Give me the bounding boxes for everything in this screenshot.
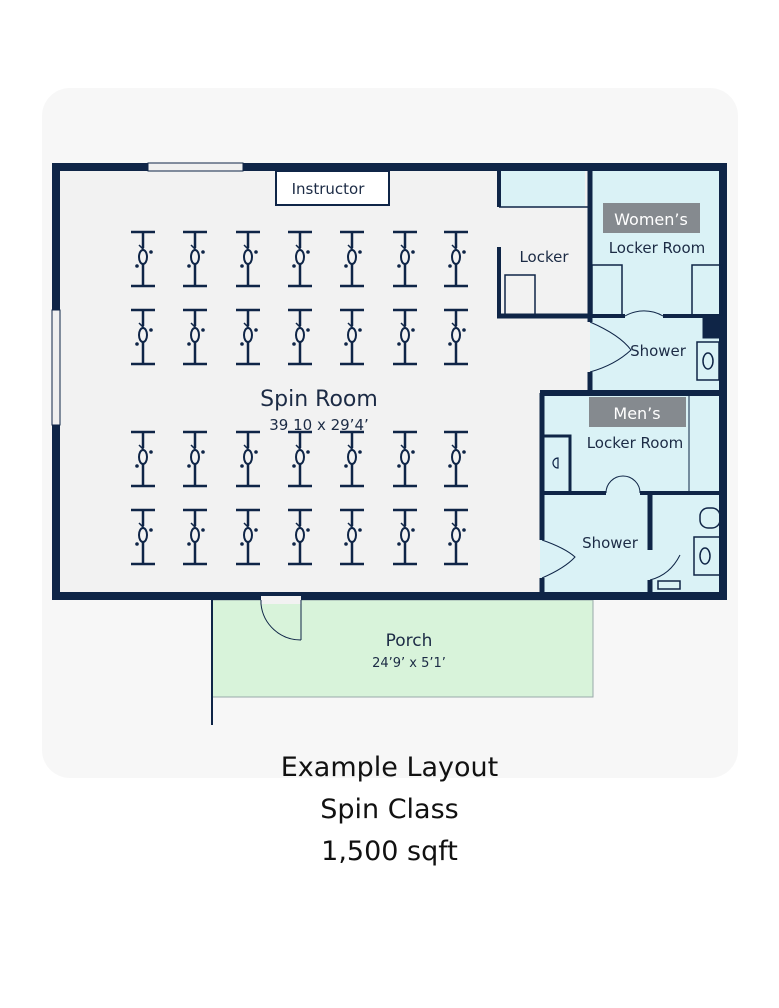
- bike-icon: [288, 430, 312, 488]
- caption-line-1: Example Layout: [280, 752, 499, 783]
- womens-badge: [603, 203, 700, 233]
- bike-icon: [393, 230, 417, 288]
- porch-dims: 24’9’ x 5’1’: [372, 656, 446, 671]
- bike-icon: [340, 508, 364, 566]
- bike-icon: [131, 308, 155, 366]
- instructor-platform: [275, 170, 390, 206]
- bike-icon: [236, 230, 260, 288]
- window-left: [51, 309, 61, 426]
- bike-icon: [340, 230, 364, 288]
- bike-icon: [183, 230, 207, 288]
- window-top: [147, 162, 244, 172]
- bike-icon: [288, 508, 312, 566]
- porch-area: [211, 599, 594, 698]
- bike-icon: [393, 508, 417, 566]
- womens-shower-label: Shower: [630, 342, 687, 360]
- bike-icon: [131, 508, 155, 566]
- mens-locker-label: Locker Room: [587, 434, 684, 452]
- bike-icon: [236, 430, 260, 488]
- bike-icon: [393, 430, 417, 488]
- bike-icon: [183, 308, 207, 366]
- womens-badge-text: Women’s: [614, 210, 688, 229]
- mens-badge-text: Men’s: [613, 404, 660, 423]
- bike-icon: [236, 308, 260, 366]
- caption-line-2: Spin Class: [320, 794, 459, 825]
- spin-room-dims: 39 10 x 29’4’: [269, 416, 369, 434]
- bike-icon: [393, 308, 417, 366]
- bike-icon: [131, 230, 155, 288]
- bike-icon: [340, 308, 364, 366]
- caption-line-3: 1,500 sqft: [321, 836, 458, 867]
- bike-icon: [444, 430, 468, 488]
- bike-grid: [131, 230, 468, 566]
- bike-icon: [288, 308, 312, 366]
- bike-icon: [131, 430, 155, 488]
- bike-icon: [340, 430, 364, 488]
- mens-shower-label: Shower: [582, 534, 639, 552]
- mens-badge: [589, 397, 686, 427]
- bike-icon: [444, 508, 468, 566]
- bike-icon: [288, 230, 312, 288]
- spin-room-label: Spin Room: [260, 387, 378, 412]
- bike-icon: [183, 430, 207, 488]
- bike-icon: [444, 308, 468, 366]
- instructor-label: Instructor: [292, 180, 366, 198]
- locker-label: Locker: [519, 248, 569, 266]
- womens-locker-label: Locker Room: [609, 239, 706, 257]
- bike-icon: [444, 230, 468, 288]
- bike-icon: [236, 508, 260, 566]
- bike-icon: [183, 508, 207, 566]
- porch-label: Porch: [386, 631, 433, 651]
